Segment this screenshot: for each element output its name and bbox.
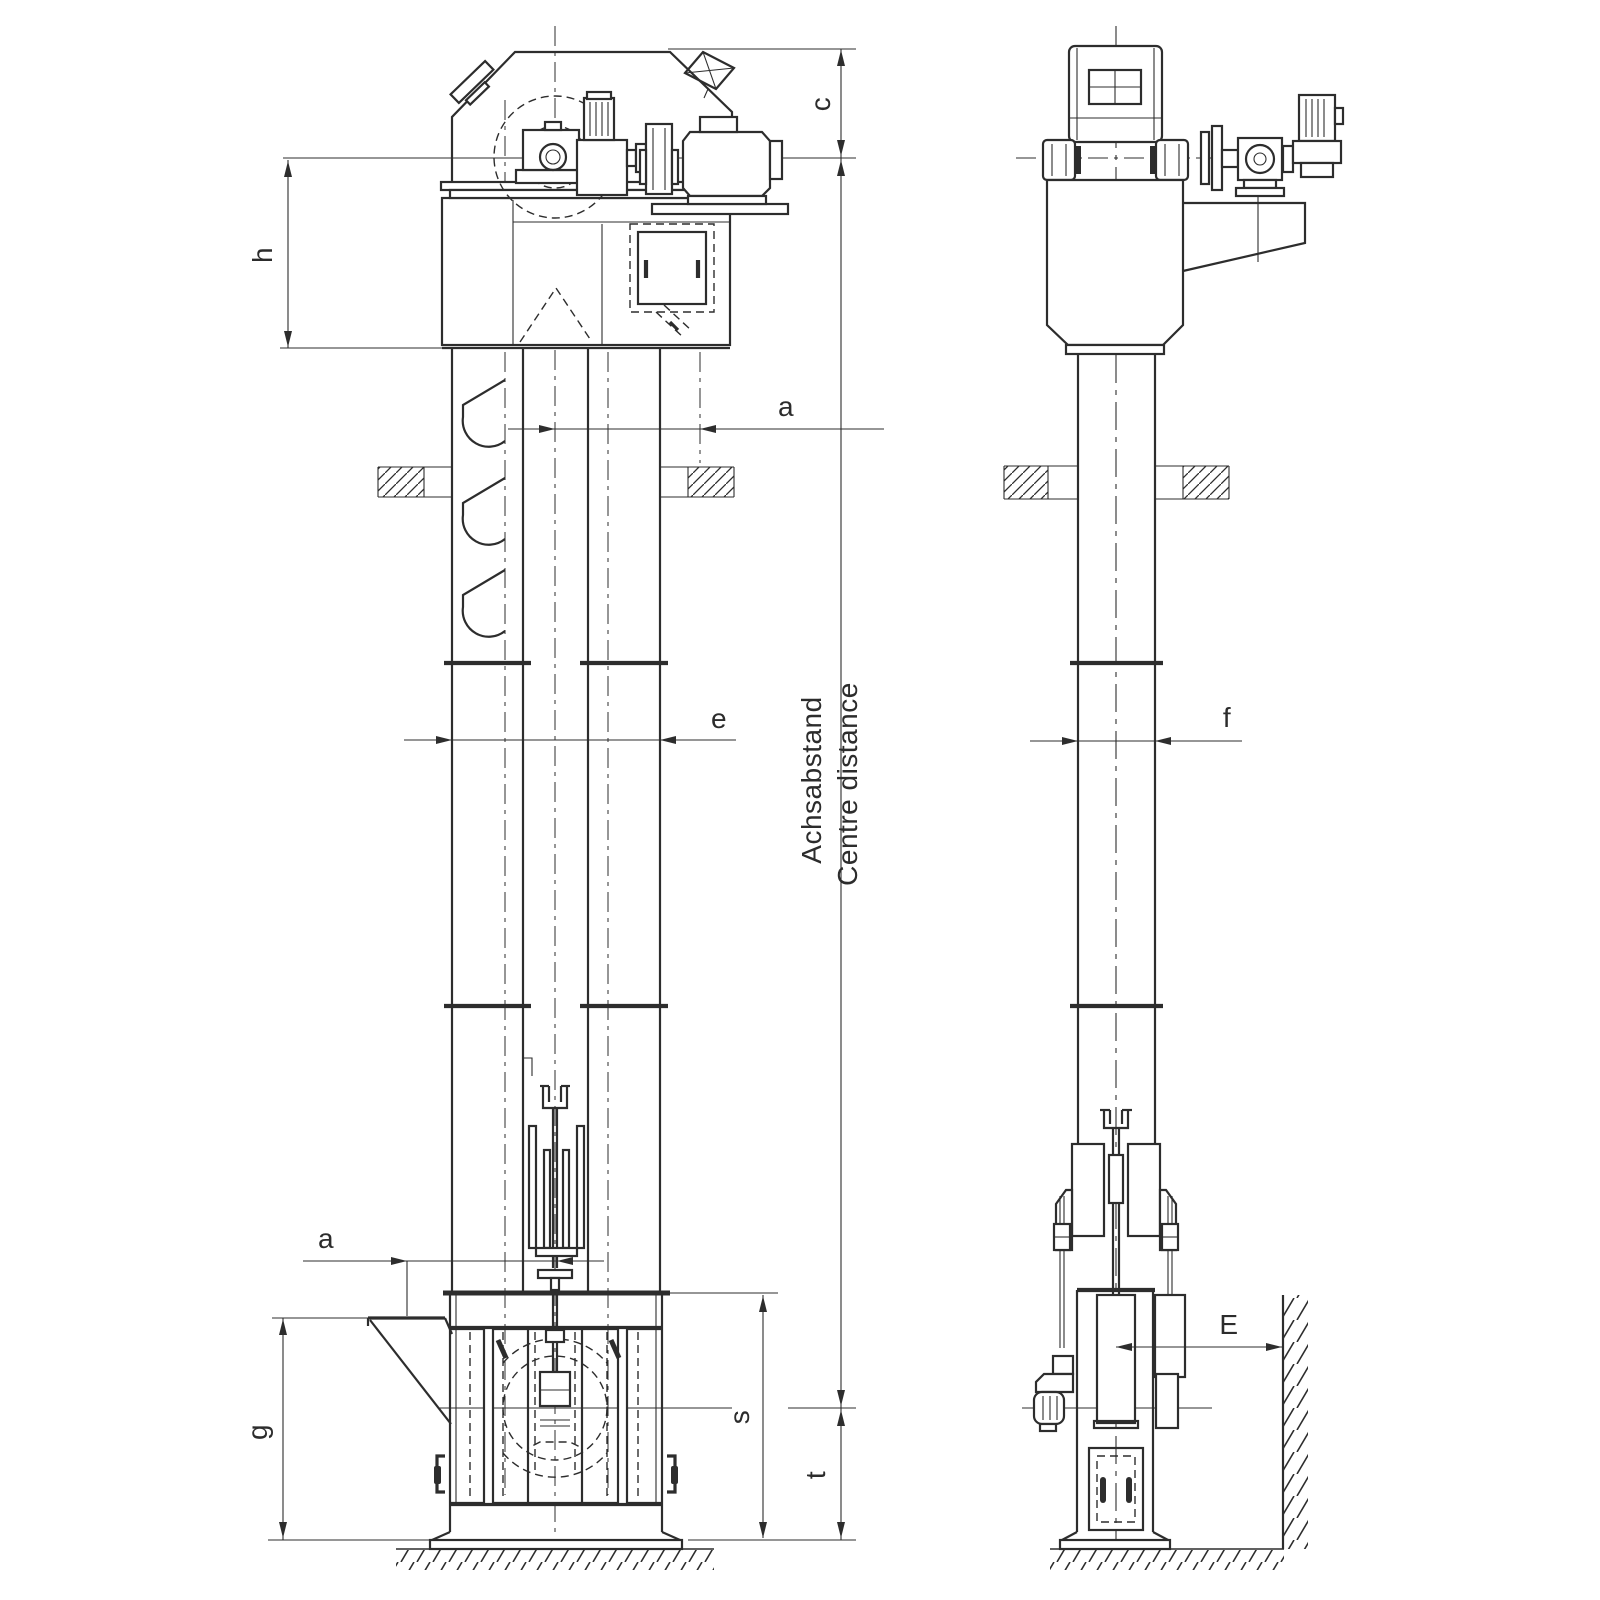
wall-bracket-left	[377, 466, 452, 498]
boot-handle-left	[434, 1454, 445, 1494]
centre-distance-label-en: Centre distance	[832, 682, 863, 886]
boot-pulley-circle	[502, 1355, 608, 1461]
front-trunking	[377, 348, 735, 1291]
boot-handle-right	[667, 1454, 678, 1494]
brake-motor	[582, 96, 616, 142]
pulley-shroud	[1095, 1293, 1137, 1425]
drive-support-bracket	[1182, 201, 1307, 273]
side-head-flange	[1064, 343, 1166, 356]
side-base-plate	[1058, 1538, 1172, 1551]
side-dimensions: f E	[1030, 702, 1283, 1351]
front-view: c Achsabstand Centre distance h a e a	[242, 26, 884, 1570]
gearbox	[575, 90, 629, 197]
dimension-a-bottom-label: a	[318, 1223, 334, 1254]
dimension-h-label: h	[247, 247, 278, 263]
head-casing	[440, 196, 732, 347]
front-boot	[366, 1268, 714, 1570]
wall-hatch	[1284, 1295, 1308, 1549]
dimension-f-label: f	[1223, 702, 1231, 733]
ground-hatch-side	[1050, 1550, 1284, 1570]
feed-chute	[366, 1316, 454, 1425]
turnbuckle	[1107, 1153, 1125, 1205]
side-head	[1041, 44, 1345, 356]
side-wall-bracket-left	[1003, 465, 1078, 500]
bucket-path-arc-bottom	[502, 1452, 608, 1478]
side-motor	[1297, 93, 1337, 143]
ground-hatch-front	[396, 1550, 714, 1570]
side-head-casing	[1045, 178, 1185, 347]
internal-deflector	[519, 286, 593, 343]
boot-bearing-left	[1032, 1390, 1066, 1433]
shaft-bearing-left	[1041, 138, 1077, 182]
dimension-t-label: t	[800, 1471, 831, 1479]
vent-box	[683, 50, 736, 99]
wall-bracket-right	[660, 466, 735, 498]
guide-plate-right	[1126, 1142, 1162, 1238]
dimension-a-top-label: a	[778, 391, 794, 422]
dimension-e-label: e	[711, 703, 727, 734]
dimension-E-label: E	[1219, 1309, 1238, 1340]
coupling	[625, 122, 680, 196]
side-column	[1003, 354, 1230, 1145]
buckets	[461, 379, 506, 638]
takeup-screw-boot	[527, 1268, 583, 1468]
side-boot	[1032, 1287, 1308, 1570]
inspection-window	[1087, 68, 1143, 106]
boot-bearing-right	[1154, 1372, 1180, 1430]
dimension-g-label: g	[242, 1424, 273, 1440]
side-drive	[1199, 93, 1345, 262]
boot-inspection-door	[1087, 1446, 1145, 1532]
takeup-screw-front	[527, 1084, 586, 1268]
centre-distance-label-de: Achsabstand	[796, 696, 827, 863]
front-head	[439, 50, 790, 350]
main-motor	[650, 115, 790, 216]
shaft-bearing-right	[1154, 138, 1190, 182]
dimension-s-label: s	[724, 1410, 755, 1425]
front-dimensions: c Achsabstand Centre distance h a e a	[242, 48, 884, 1541]
terminal-box	[698, 115, 739, 134]
motor-support	[650, 202, 790, 216]
guide-plate-left	[1070, 1142, 1106, 1238]
head-inspection-door	[629, 223, 715, 339]
side-takeup	[1052, 1108, 1180, 1348]
boot-base-plate	[428, 1538, 684, 1551]
side-view: f E	[1003, 26, 1345, 1570]
head-shaft-bearing	[514, 120, 588, 185]
dimension-c-label: c	[805, 97, 836, 112]
side-wall-bracket-right	[1155, 465, 1230, 500]
head-hatch-flap	[449, 59, 495, 107]
